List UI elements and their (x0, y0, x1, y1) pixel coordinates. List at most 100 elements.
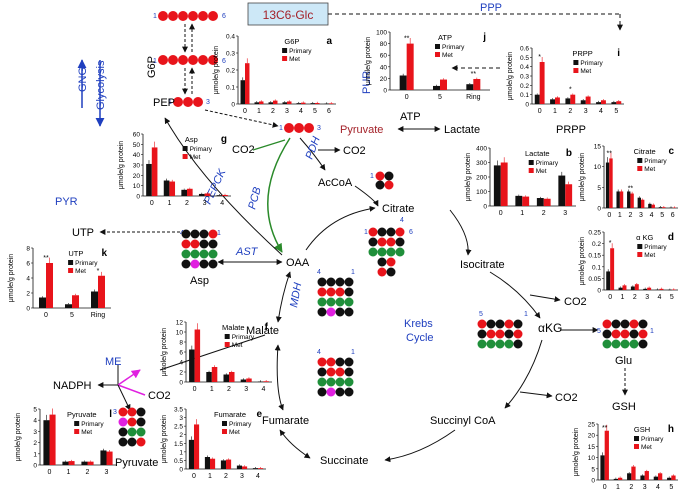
legend-swatch (435, 44, 440, 49)
panel-letter: b (566, 148, 572, 159)
legend-label: Met (580, 68, 591, 75)
bar-met (187, 188, 193, 196)
co2-succ-label: CO2 (555, 392, 578, 404)
x-tick-label: 1 (616, 484, 620, 491)
bar-primary (399, 75, 407, 90)
bar-primary (606, 271, 611, 290)
legend-swatch (637, 158, 643, 163)
pyruvate-bottom-carbons: 3 (113, 407, 146, 447)
bar-primary (146, 163, 152, 196)
legend-swatch (435, 52, 440, 57)
panel-letter: a (326, 36, 332, 47)
y-tick-label: 80 (380, 41, 388, 48)
bar-met (522, 196, 530, 206)
legend-swatch (637, 252, 643, 257)
y-tick-label: 0.25 (588, 230, 601, 237)
ast-label: AST (235, 246, 259, 258)
legend-swatch (282, 48, 288, 53)
significance-mark: ** (602, 425, 608, 432)
y-tick-label: 0 (136, 194, 140, 201)
y-tick-label: 100 (376, 30, 387, 37)
y-tick-label: 0.2 (592, 241, 601, 248)
bar-primary (627, 473, 632, 480)
legend-swatch (68, 260, 74, 265)
bar-met (204, 193, 211, 196)
x-tick-label: 3 (645, 294, 649, 301)
significance-mark: * (569, 87, 572, 94)
bar-primary (236, 465, 242, 469)
bar-primary (565, 98, 571, 104)
chart-title: Malate (222, 323, 245, 332)
x-tick-label: 2 (568, 108, 572, 115)
svg-text:1: 1 (364, 229, 368, 236)
x-tick-label: 6 (327, 108, 331, 115)
chart-title: GSH (634, 425, 650, 434)
y-tick-label: 1 (179, 449, 183, 456)
svg-text:1: 1 (370, 173, 374, 180)
significance-mark: ** (628, 186, 634, 193)
bar-met (263, 381, 269, 382)
bar-met (473, 78, 481, 90)
oaa-label: OAA (286, 257, 310, 269)
bar-met (543, 198, 551, 206)
pur-label: PUR (361, 71, 373, 94)
bar-met (194, 329, 201, 382)
bar-met (259, 101, 264, 104)
chart-title: ATP (438, 33, 452, 42)
bar-primary (100, 450, 107, 465)
legend-swatch (74, 421, 80, 426)
y-tick-label: 0.1 (520, 92, 529, 99)
bar-met (329, 103, 334, 104)
bar-met (671, 475, 676, 480)
bar-met (604, 430, 609, 480)
pep-carbons: 1 3 (168, 97, 210, 107)
legend-label: Met (289, 56, 300, 63)
y-tick-label: 10 (594, 164, 602, 171)
legend-label: Primary (536, 160, 559, 167)
svg-text:5: 5 (479, 311, 483, 318)
y-tick-label: 0 (597, 206, 601, 213)
x-tick-label: 4 (261, 386, 265, 393)
y-tick-label: 6 (26, 261, 30, 268)
x-tick-label: 2 (271, 108, 275, 115)
bar-met (229, 372, 235, 382)
y-axis-label: μmole/g protein (573, 428, 580, 476)
y-tick-label: 3 (179, 415, 183, 422)
x-tick-label: 3 (244, 386, 248, 393)
bar-met (634, 284, 639, 290)
bar-primary (252, 468, 258, 469)
legend-swatch (634, 444, 639, 449)
g6p-carbons: 1 6 (153, 55, 226, 65)
bar-met (211, 367, 218, 382)
legend-label: Primary (81, 421, 104, 428)
legend-swatch (634, 436, 639, 441)
krebs-label-2: Cycle (406, 332, 434, 344)
x-tick-label: 3 (203, 200, 207, 207)
bar-primary (206, 372, 212, 382)
x-tick-label: 4 (658, 294, 662, 301)
y-axis-label: μmole/g protein (15, 413, 22, 461)
y-tick-label: 0.5 (520, 55, 529, 62)
svg-text:1: 1 (153, 13, 157, 20)
pdh-label: PDH (304, 135, 323, 161)
x-tick-label: 0 (405, 94, 409, 101)
bar-met (555, 97, 560, 104)
bar-primary (62, 461, 69, 465)
bar-met (194, 424, 200, 469)
bar-met (618, 477, 623, 480)
y-tick-label: 5 (597, 185, 601, 192)
y-tick-label: 300 (476, 160, 487, 167)
x-tick-label: 2 (227, 386, 231, 393)
co2-me-label: CO2 (148, 390, 171, 402)
y-tick-label: 0 (26, 306, 30, 313)
legend-swatch (222, 429, 227, 434)
x-tick-label: 5 (669, 484, 673, 491)
bar-primary (282, 102, 287, 104)
y-axis-label: μmole/g protein (579, 237, 586, 285)
y-tick-label: 200 (476, 175, 487, 182)
x-tick-label: 0 (603, 484, 607, 491)
x-tick-label: 2 (185, 200, 189, 207)
legend-label: Primary (580, 60, 603, 67)
x-tick-label: 1 (553, 108, 557, 115)
